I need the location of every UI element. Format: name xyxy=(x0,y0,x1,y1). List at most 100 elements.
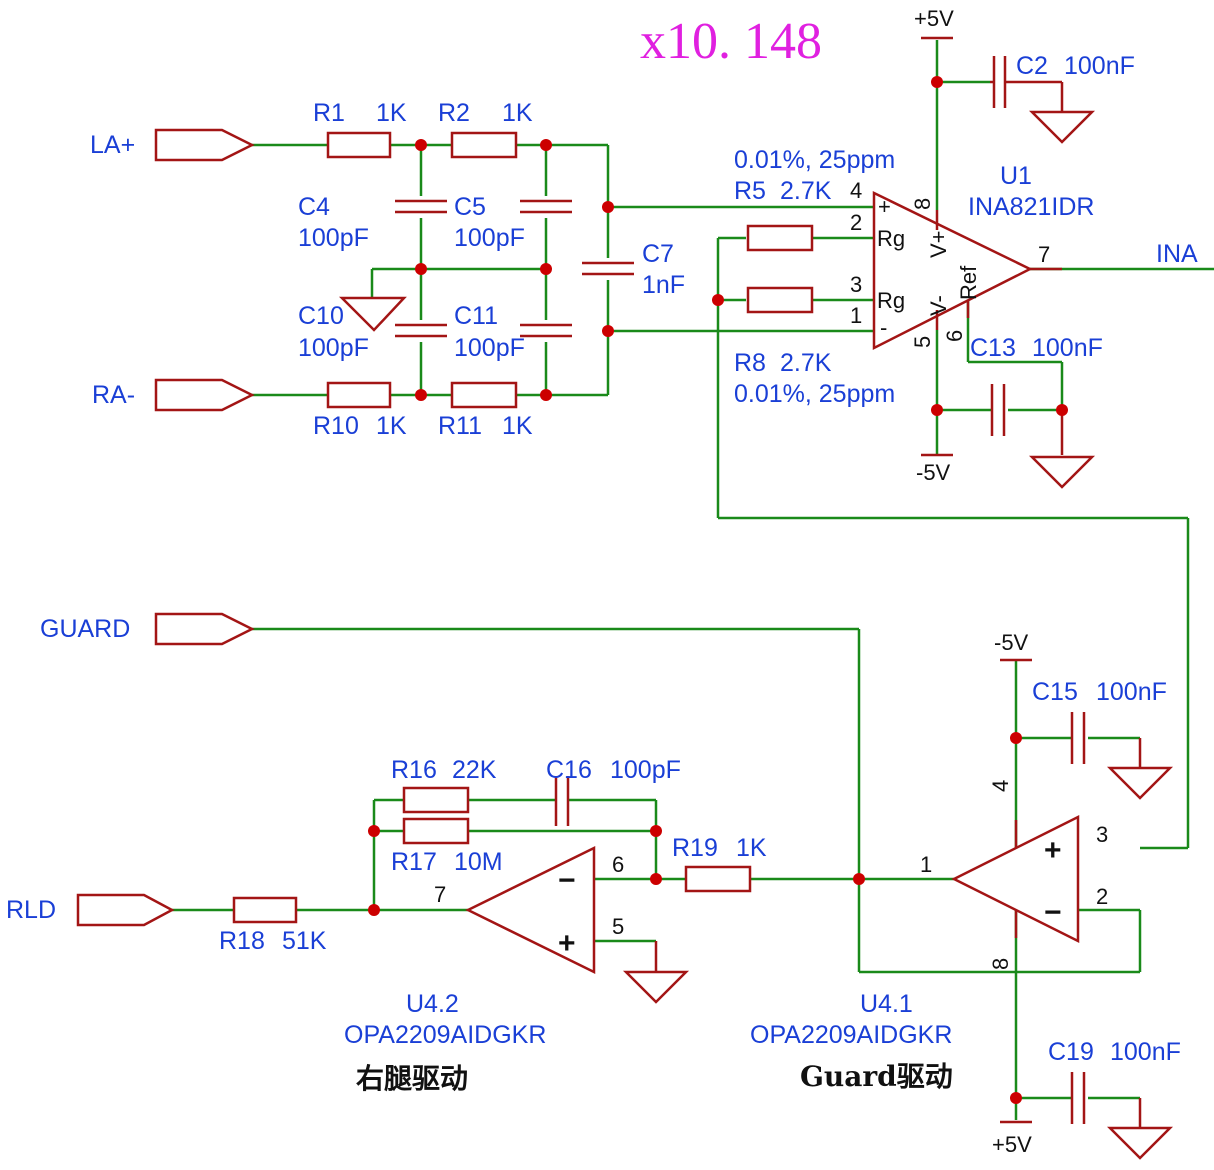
r5-value: 2.7K xyxy=(780,177,832,205)
c19-symbol xyxy=(1070,1072,1142,1128)
u42-pin6: 6 xyxy=(612,852,624,877)
u42-caption: 右腿驱动 xyxy=(356,1062,468,1095)
c19-value: 100nF xyxy=(1110,1038,1181,1066)
u1-vminus: V- xyxy=(926,295,951,316)
c5-value: 100pF xyxy=(454,224,525,252)
u42-symbol xyxy=(465,845,596,975)
port-label-guard: GUARD xyxy=(40,615,130,643)
c7-symbol xyxy=(582,258,634,280)
u1-rg2: Rg xyxy=(877,288,905,313)
u1-triangle xyxy=(872,191,1033,351)
r5-body xyxy=(746,224,814,252)
port-label-ra: RA- xyxy=(92,381,135,409)
u41-plus: + xyxy=(1044,834,1062,867)
u41-pin8: 8 xyxy=(988,958,1013,970)
rail-u41-top: -5V xyxy=(994,630,1029,655)
c10-value: 100pF xyxy=(298,334,369,362)
r1-ref: R1 xyxy=(313,99,345,127)
u42-plus: + xyxy=(558,927,576,960)
c19-ref: C19 xyxy=(1048,1038,1094,1066)
c7-value: 1nF xyxy=(642,271,685,299)
r10-ref: R10 xyxy=(313,412,359,440)
u1-pin2: 2 xyxy=(850,210,862,235)
c15-ref: C15 xyxy=(1032,678,1078,706)
r2-ref: R2 xyxy=(438,99,470,127)
u42-part: OPA2209AIDGKR xyxy=(344,1021,546,1049)
c2-value: 100nF xyxy=(1064,52,1135,80)
port-guard-shape xyxy=(154,612,255,646)
c16-value: 100pF xyxy=(610,756,681,784)
resistors xyxy=(232,131,814,924)
c5-ref: C5 xyxy=(454,193,486,221)
r11-ref: R11 xyxy=(438,412,482,440)
power-terminals xyxy=(921,36,1032,1124)
c15-symbol xyxy=(1070,712,1142,768)
r18-ref: R18 xyxy=(219,927,265,955)
c16-ref: C16 xyxy=(546,756,592,784)
r16-value: 22K xyxy=(452,756,497,784)
port-la-shape xyxy=(154,128,255,162)
c4-value: 100pF xyxy=(298,224,369,252)
u41-symbol xyxy=(951,814,1080,944)
grounds xyxy=(338,110,1174,1160)
r11-body xyxy=(450,381,518,409)
u42-minus: − xyxy=(558,864,576,897)
capacitors xyxy=(395,56,1142,1128)
c16-symbol xyxy=(554,776,570,826)
r8-body xyxy=(746,286,814,314)
r16-ref: R16 xyxy=(391,756,437,784)
c11-symbol xyxy=(520,320,572,342)
r1-value: 1K xyxy=(376,99,407,127)
u1-pin4: 4 xyxy=(850,178,862,203)
u1-minus-input: - xyxy=(880,315,887,340)
u41-caption: Guard驱动 xyxy=(800,1060,953,1093)
c2-symbol xyxy=(990,56,1064,112)
u41-pin4: 4 xyxy=(988,780,1013,792)
r17-ref: R17 xyxy=(391,848,437,876)
c15-value: 100nF xyxy=(1096,678,1167,706)
r19-value: 1K xyxy=(736,834,767,862)
c4-symbol xyxy=(395,196,447,218)
u1-pin8: 8 xyxy=(910,198,935,210)
c11-value: 100pF xyxy=(454,334,525,362)
c5-symbol xyxy=(520,196,572,218)
c11-ref: C11 xyxy=(454,302,498,330)
ground-symbol xyxy=(622,941,690,1004)
u1-pin6: 6 xyxy=(942,330,967,342)
r2-body xyxy=(450,131,518,159)
r1-body xyxy=(326,131,392,159)
u42-pin5: 5 xyxy=(612,914,624,939)
c10-ref: C10 xyxy=(298,302,344,330)
gain-annotation: x10. 148 xyxy=(640,13,822,70)
r18-body xyxy=(232,896,298,924)
ground-symbol xyxy=(1028,110,1096,144)
u1-pin1: 1 xyxy=(850,303,862,328)
u41-ref: U4.1 xyxy=(860,990,913,1018)
r10-value: 1K xyxy=(376,412,407,440)
c7-ref: C7 xyxy=(642,240,674,268)
r17-body xyxy=(402,817,470,845)
c13-value: 100nF xyxy=(1032,334,1103,362)
port-ra-shape xyxy=(154,378,255,412)
rail-u1-neg: -5V xyxy=(916,460,951,485)
r5-spec: 0.01%, 25ppm xyxy=(734,146,895,174)
u1-pin5: 5 xyxy=(910,336,935,348)
u1-symbol xyxy=(872,191,1062,351)
ground-symbol xyxy=(338,296,407,332)
r16-body xyxy=(402,786,470,814)
junctions xyxy=(368,76,1068,1104)
port-rld-shape xyxy=(76,893,175,927)
r11-value: 1K xyxy=(502,412,533,440)
u41-pin3: 3 xyxy=(1096,822,1108,847)
u1-plus-input: + xyxy=(878,194,891,219)
u1-vplus: V+ xyxy=(926,230,951,258)
u1-ref-pin: Ref xyxy=(956,265,981,300)
u42-ref: U4.2 xyxy=(406,990,459,1018)
r19-body xyxy=(684,865,752,893)
ground-symbol xyxy=(1106,1126,1174,1160)
u42-pin7: 7 xyxy=(434,882,446,907)
u41-pin1: 1 xyxy=(920,852,932,877)
c4-ref: C4 xyxy=(298,193,330,221)
ground-symbol xyxy=(1106,766,1174,800)
